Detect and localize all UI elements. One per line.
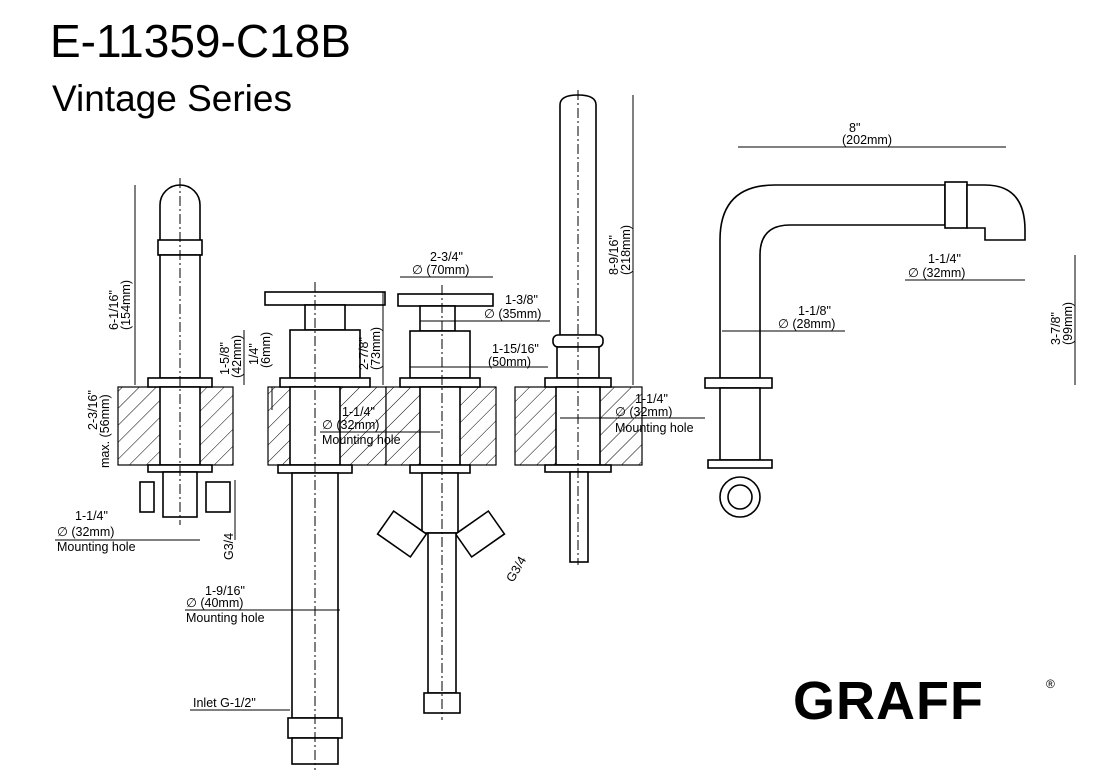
deck-max-in: 2-3/16"	[86, 390, 100, 430]
handle2-base-mm: (50mm)	[488, 355, 531, 369]
spout-hole-label: Mounting hole	[57, 540, 136, 554]
handle1-pipe-in: 1-9/16"	[205, 584, 245, 598]
series-subtitle: Vintage Series	[52, 78, 292, 119]
handshower-drawing	[544, 90, 612, 565]
registered-mark: ®	[1046, 677, 1055, 691]
handshower-hole-in: 1-1/4"	[635, 392, 668, 406]
handle1-gap-mm: (6mm)	[259, 332, 273, 368]
dimension-lines	[55, 95, 1076, 711]
spout-hole-in: 1-1/4"	[75, 509, 108, 523]
spout-height-mm: (154mm)	[119, 280, 133, 330]
spout-height-in: 6-1/16"	[107, 290, 121, 330]
handshower-hole-label: Mounting hole	[615, 421, 694, 435]
handle1-height-mm: (73mm)	[369, 327, 383, 370]
spout-hole-mm: ∅ (32mm)	[57, 525, 114, 539]
spout-height-right-mm: (99mm)	[1061, 302, 1075, 345]
handle2-stem-in: 1-3/8"	[505, 293, 538, 307]
handle1-hole-in: 1-1/4"	[342, 405, 375, 419]
handle2-stem-mm: ∅ (35mm)	[484, 307, 541, 321]
handshower-hole-mm: ∅ (32mm)	[615, 405, 672, 419]
handle1-hole-mm: ∅ (32mm)	[322, 418, 379, 432]
handle2-wheel-in: 2-3/4"	[430, 250, 463, 264]
handle-1-drawing	[264, 282, 386, 770]
handle1-gap-in: 1/4"	[247, 343, 261, 365]
handshower-height-in: 8-9/16"	[607, 235, 621, 275]
spout-connection: G3/4	[222, 533, 236, 560]
handle2-wheel-mm: ∅ (70mm)	[412, 263, 469, 277]
spout-pipe-in: 1-1/8"	[798, 304, 831, 318]
model-number-title: E-11359-C18B	[50, 15, 351, 67]
handle2-connection: G3/4	[503, 554, 529, 585]
handle1-body-in: 1-5/8"	[218, 342, 232, 375]
handle1-pipe-mm: ∅ (40mm)	[186, 596, 243, 610]
deck-spout-drawing	[704, 181, 1026, 518]
graff-logo: GRAFF ®	[793, 671, 1055, 731]
dimension-labels: 6-1/16" (154mm) 2-3/16" max. (56mm) 1-1/…	[57, 121, 1075, 710]
handshower-height-mm: (218mm)	[619, 225, 633, 275]
handle1-height-in: 2-7/8"	[357, 337, 371, 370]
spout-outlet-mm: ∅ (32mm)	[908, 266, 965, 280]
svg-text:GRAFF: GRAFF	[793, 671, 984, 731]
handle-2-drawing	[376, 285, 506, 720]
handle1-pipe-label: Mounting hole	[186, 611, 265, 625]
spout-reach-mm: (202mm)	[842, 133, 892, 147]
spout-height-right-in: 3-7/8"	[1049, 312, 1063, 345]
handle1-body-mm: (42mm)	[230, 335, 244, 378]
deck-max-mm: max. (56mm)	[98, 394, 112, 468]
handle2-base-in: 1-15/16"	[492, 342, 539, 356]
tub-spout-drawing	[139, 178, 231, 525]
handle1-hole-label: Mounting hole	[322, 433, 401, 447]
inlet-label: Inlet G-1/2"	[193, 696, 256, 710]
spout-outlet-in: 1-1/4"	[928, 252, 961, 266]
spout-reach-in: 8"	[849, 121, 860, 135]
spout-pipe-mm: ∅ (28mm)	[778, 317, 835, 331]
